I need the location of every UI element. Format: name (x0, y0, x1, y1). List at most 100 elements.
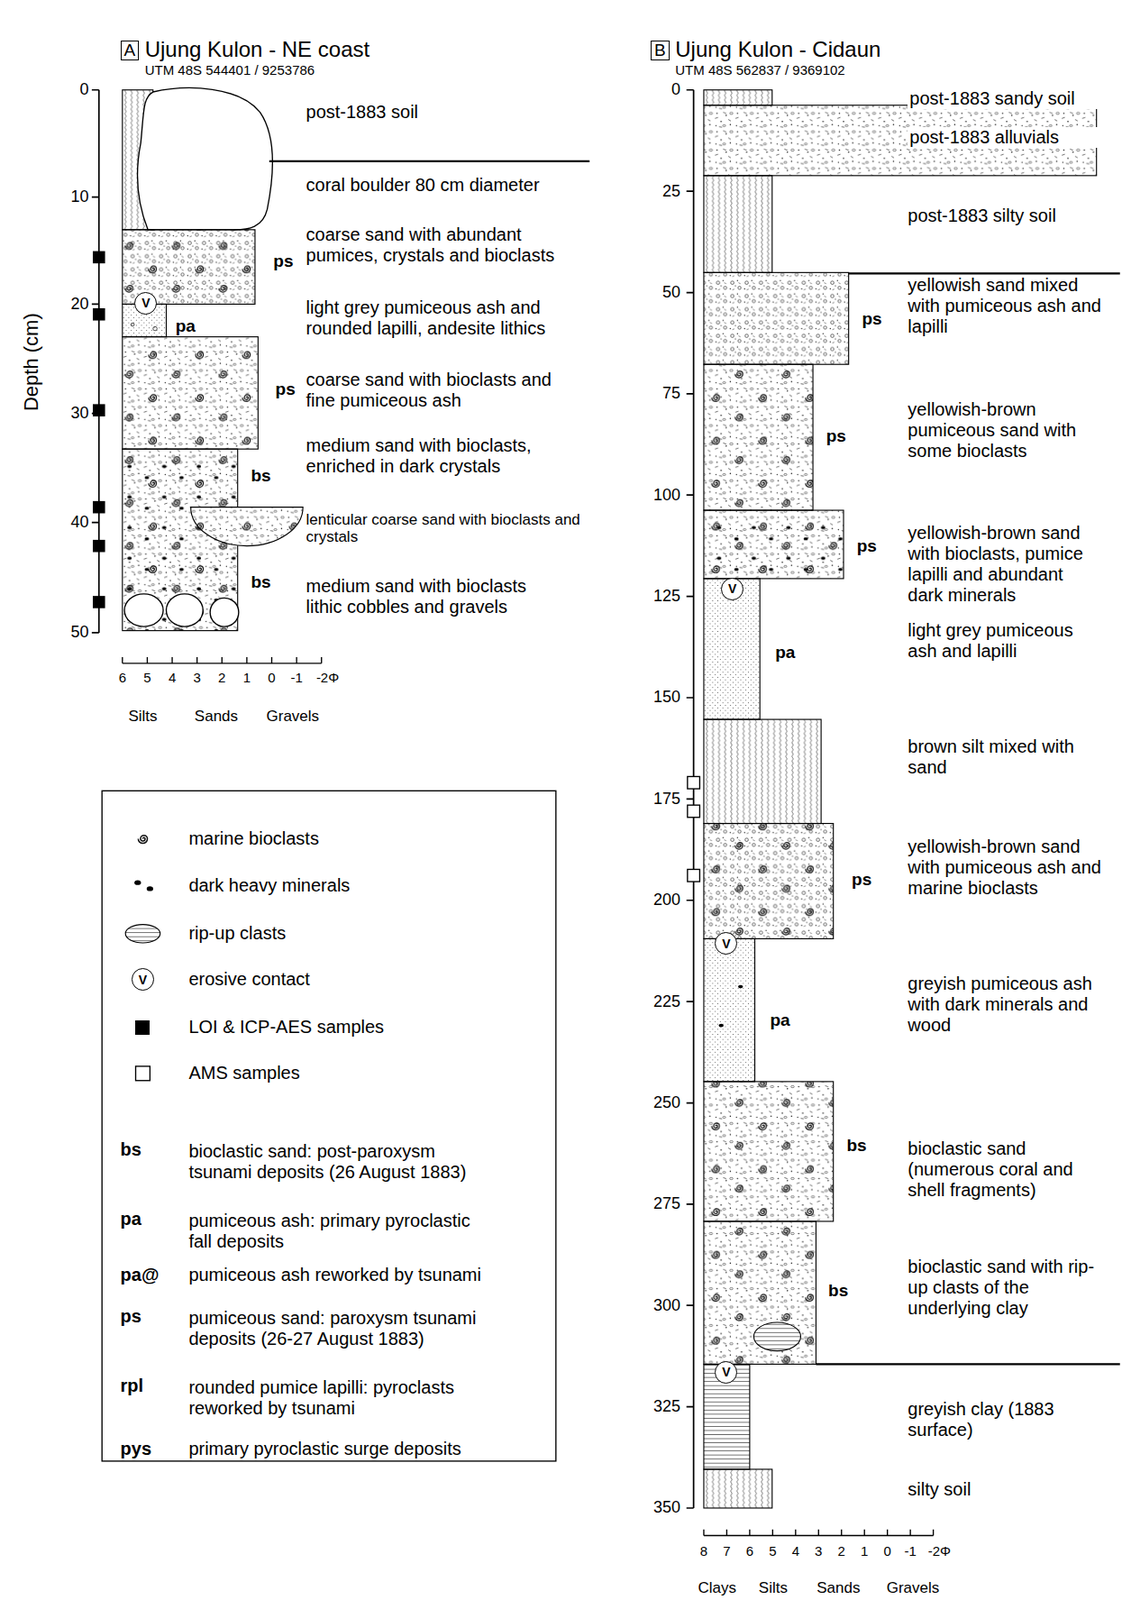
pumice-fill (703, 823, 834, 940)
panel-title: Ujung Kulon - Cidaun (675, 36, 881, 63)
lithology-code: ps (861, 309, 882, 329)
legend-description: rounded pumice lapilli: pyroclasts rewor… (188, 1377, 497, 1419)
depth-tick: 150 (653, 687, 681, 707)
depth-tick: 100 (653, 485, 681, 505)
grain-size-number: -2Φ (928, 1542, 951, 1559)
bioclastic-sand-layer (703, 1221, 817, 1364)
grain-size-scale (122, 656, 322, 664)
erosive-contact-circle: V (134, 291, 157, 315)
lithology-code: pa (175, 316, 196, 337)
loi-samples (92, 251, 106, 609)
soil-layer (703, 1468, 773, 1508)
grain-size-number: 8 (700, 1542, 708, 1559)
utm-coordinates: UTM 48S 562837 / 9369102 (675, 62, 845, 78)
grain-size-class: Sands (194, 707, 238, 726)
rip-up-symbol (125, 924, 160, 943)
legend-description: bioclastic sand: post-paroxysm tsunami d… (188, 1140, 497, 1183)
depth-tick: 50 (662, 282, 681, 302)
depth-tick: 175 (653, 789, 681, 809)
soil-layer (703, 90, 773, 106)
grain-size-number: 7 (722, 1542, 730, 1559)
pumiceous-sand-layer (703, 364, 813, 511)
legend-code: pys (120, 1438, 152, 1460)
depth-tick: 200 (653, 890, 681, 910)
grain-size-number: 4 (168, 669, 176, 685)
grain-size-number: 2 (218, 669, 226, 685)
grain-size-number: 3 (192, 669, 201, 685)
legend-text: AMS samples (188, 1062, 300, 1084)
legend-code: ps (120, 1305, 142, 1327)
depth-tick: 30 (70, 403, 89, 423)
soil-layer (703, 175, 773, 274)
legend-text: marine bioclasts (188, 828, 320, 849)
ash-layer (703, 938, 756, 1081)
sand-fill (703, 364, 813, 511)
utm-coordinates: UTM 48S 544401 / 9253786 (145, 62, 315, 78)
layer-description: light grey pumiceous ash and lapilli (907, 620, 1102, 662)
panel-letter-box: B (650, 40, 670, 61)
layer-description: post-1883 soil (306, 101, 420, 123)
depth-tick: 75 (662, 383, 681, 403)
legend-text: erosive contact (188, 968, 311, 990)
legend-text: LOI & ICP-AES samples (188, 1016, 384, 1038)
bioclastic-sand-layer (703, 1081, 834, 1222)
depth-tick: 40 (70, 512, 89, 532)
layer-description: post-1883 silty soil (907, 205, 1102, 227)
depth-tick: 0 (79, 80, 89, 100)
coral-boulder (137, 88, 274, 230)
layer-description: greyish clay (1883 surface) (907, 1398, 1102, 1441)
grain-size-number: 0 (267, 669, 275, 685)
lithology-code: bs (846, 1135, 867, 1156)
legend-description: pumiceous sand: paroxysm tsunami deposit… (188, 1307, 497, 1350)
depth-tick: 50 (70, 622, 89, 642)
layer-description: bioclastic sand (numerous coral and shel… (907, 1138, 1102, 1201)
layer-description: coral boulder 80 cm diameter (306, 174, 540, 196)
grain-size-class: Sands (816, 1578, 860, 1597)
layer-description: light grey pumiceous ash and rounded lap… (306, 297, 565, 339)
grain-size-number: 6 (746, 1542, 754, 1559)
depth-tick: 275 (653, 1194, 681, 1214)
grain-size-scale (703, 1529, 934, 1536)
legend-code: pa (120, 1208, 142, 1230)
grain-size-number: 1 (860, 1542, 868, 1559)
erosive-contact-circle: V (131, 967, 155, 991)
grain-size-number: 3 (814, 1542, 822, 1559)
lapilli (130, 322, 157, 331)
sand-fill (703, 510, 844, 579)
grain-size-number: -1 (290, 669, 302, 685)
depth-tick: 10 (70, 187, 89, 207)
grain-size-class: Silts (758, 1578, 788, 1597)
legend-swatch (135, 1020, 150, 1035)
layer-description: medium sand with bioclasts, enriched in … (306, 435, 565, 477)
depth-tick: 300 (653, 1295, 681, 1315)
surface-line (269, 160, 590, 163)
grain-size-number: 2 (838, 1542, 846, 1559)
layer-description: yellowish-brown sand with pumiceous ash … (907, 836, 1102, 899)
grain-size-number: -2Φ (316, 669, 339, 685)
depth-tick: 250 (653, 1093, 681, 1113)
layer-description: post-1883 alluvials (907, 127, 1105, 148)
legend-code: bs (120, 1139, 142, 1160)
lithology-code: bs (250, 572, 271, 593)
panel-title: Ujung Kulon - NE coast (145, 36, 370, 63)
lithology-code: ps (273, 251, 293, 272)
layer-description: medium sand with bioclasts lithic cobble… (306, 575, 565, 618)
depth-axis (686, 90, 694, 1508)
erosive-contact-circle: V (714, 931, 738, 955)
node-text: V (138, 973, 147, 986)
silt-layer (703, 719, 821, 823)
grain-size-number: 1 (243, 669, 251, 685)
lithology-code: pa (775, 642, 795, 663)
layer-description: coarse sand with abundant pumices, cryst… (306, 224, 565, 266)
depth-tick: 125 (653, 586, 681, 606)
sand-fill (703, 1081, 834, 1222)
layer-description: bioclastic sand with rip-up clasts of th… (907, 1256, 1102, 1319)
grain-size-class: Gravels (266, 707, 320, 726)
layer-description: yellowish-brown sand with bioclasts, pum… (907, 522, 1102, 606)
lithology-code: ps (857, 536, 877, 557)
sand-fill (122, 337, 259, 450)
column-a (91, 88, 590, 664)
rip-up-clast (753, 1322, 801, 1351)
legend-text: rip-up clasts (188, 922, 286, 944)
